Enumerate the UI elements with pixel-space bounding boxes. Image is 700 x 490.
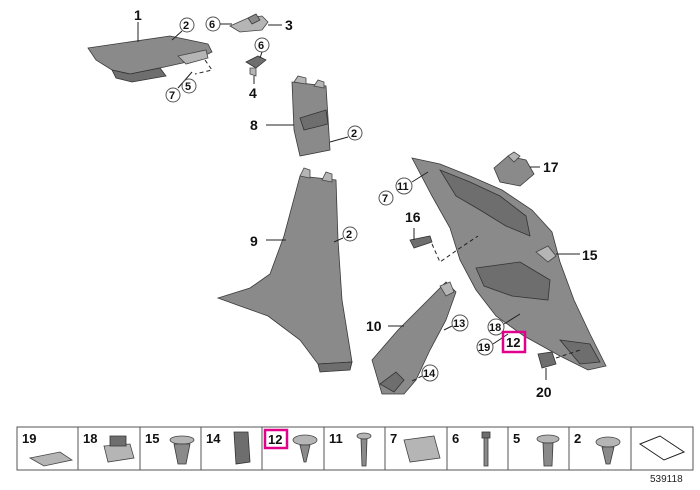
- callout-circle-5: [181, 78, 197, 94]
- leader-16: [431, 235, 479, 263]
- strip-part-19: [28, 451, 74, 467]
- strip-label-19: 19: [22, 431, 36, 446]
- strip-part-15: [169, 435, 195, 445]
- callout-13: 10: [366, 318, 382, 334]
- part-8-pillar-upper[interactable]: [291, 75, 331, 157]
- callout-6a: 6: [209, 19, 215, 31]
- callout-6b: 6: [258, 40, 264, 52]
- leader-6b: [259, 51, 263, 59]
- callout-circle-2a: [179, 17, 195, 33]
- strip-cell-15[interactable]: 15: [145, 431, 195, 465]
- part-17-bracket[interactable]: [493, 151, 535, 187]
- leader-2a: [171, 30, 183, 41]
- strip-part-5: [536, 434, 560, 444]
- strip-label-12: 12: [268, 432, 282, 447]
- strip-cell-2[interactable]: 2: [574, 431, 621, 465]
- leader-5: [194, 59, 213, 75]
- strip-label-14: 14: [206, 431, 221, 446]
- strip-part-12: [292, 434, 318, 446]
- strip-label-15: 15: [145, 431, 159, 446]
- strip-part-14: [233, 431, 251, 465]
- callout-10: 15: [582, 247, 598, 263]
- callout-16: 16: [405, 209, 421, 225]
- callout-12: 12: [506, 335, 520, 350]
- part-10-rear-trim[interactable]: [411, 157, 607, 371]
- strip-label-2: 2: [574, 431, 581, 446]
- strip-cell-14[interactable]: 14: [206, 431, 251, 465]
- parts-strip-frame: [16, 426, 694, 471]
- part-20-clip[interactable]: [537, 351, 557, 369]
- strip-part-11: [356, 432, 372, 440]
- callout-7a: 7: [169, 90, 175, 102]
- strip-cell-12[interactable]: 12: [263, 428, 318, 463]
- strip-label-5: 5: [513, 431, 520, 446]
- strip-label-11: 11: [329, 431, 343, 446]
- callout-8: 8: [250, 117, 258, 133]
- strip-cell-18[interactable]: 18: [83, 431, 135, 463]
- callout-circle-2b: [347, 125, 363, 141]
- part-4-clip[interactable]: [245, 55, 267, 77]
- strip-label-6: 6: [452, 431, 459, 446]
- callout-circle-15: [451, 314, 469, 332]
- strip-label-7: 7: [390, 431, 397, 446]
- callout-15: 13: [453, 318, 465, 330]
- callout-2b: 2: [351, 128, 357, 140]
- callout-14: 14: [423, 368, 436, 380]
- diagram-number: 539118: [650, 474, 683, 485]
- strip-part-7: [403, 435, 441, 463]
- callout-circle-7b: [378, 190, 394, 206]
- callout-circle-2c: [342, 226, 358, 242]
- strip-cell-19[interactable]: 19: [22, 431, 74, 467]
- callout-3: 3: [285, 17, 293, 33]
- leader-20-dash: [555, 349, 581, 359]
- leader-11: [411, 171, 429, 183]
- callout-17: 17: [543, 159, 559, 175]
- callout-7b: 7: [382, 193, 388, 205]
- callout-11: 11: [397, 181, 409, 193]
- callout-19: 19: [478, 342, 490, 354]
- callout-4: 4: [249, 85, 257, 101]
- strip-cell-7[interactable]: 7: [390, 431, 441, 463]
- highlight-box-12: [501, 330, 527, 354]
- leader-15: [443, 325, 453, 331]
- strip-cell-5[interactable]: 5: [513, 431, 560, 467]
- callout-20: 20: [536, 384, 552, 400]
- strip-part-6: [481, 431, 491, 439]
- leader-2c: [333, 237, 344, 243]
- callout-2a: 2: [183, 20, 189, 32]
- callout-circle-7a: [165, 87, 181, 103]
- callout-circle-11: [395, 177, 413, 195]
- strip-cell-11[interactable]: 11: [329, 431, 372, 467]
- part-1-trim[interactable]: [87, 35, 213, 83]
- part-9-pillar-lower[interactable]: [216, 167, 353, 373]
- strip-cell-arrow: [638, 435, 686, 461]
- part-16-retainer[interactable]: [409, 228, 433, 249]
- callout-18: 18: [489, 322, 501, 334]
- callout-circle-18: [487, 318, 505, 336]
- callout-circle-14: [421, 364, 439, 382]
- callout-2c: 2: [346, 229, 352, 241]
- arrow-icon: [638, 435, 686, 461]
- callout-circle-19: [476, 338, 494, 356]
- strip-highlight-12: [263, 428, 289, 450]
- part-3-bracket[interactable]: [229, 13, 269, 33]
- leader-2b: [329, 136, 349, 143]
- leader-19: [492, 333, 509, 345]
- strip-label-18: 18: [83, 431, 97, 446]
- callout-9: 9: [250, 233, 258, 249]
- callout-5: 5: [185, 81, 191, 93]
- parts-strip: [16, 426, 694, 471]
- leader-18: [503, 313, 521, 325]
- strip-part-2: [595, 436, 621, 448]
- part-13-lower-trim[interactable]: [371, 281, 457, 395]
- strip-part-18: [103, 443, 135, 463]
- callout-1: 1: [134, 7, 142, 23]
- leader-14: [409, 375, 423, 383]
- strip-cell-6[interactable]: 6: [452, 431, 491, 467]
